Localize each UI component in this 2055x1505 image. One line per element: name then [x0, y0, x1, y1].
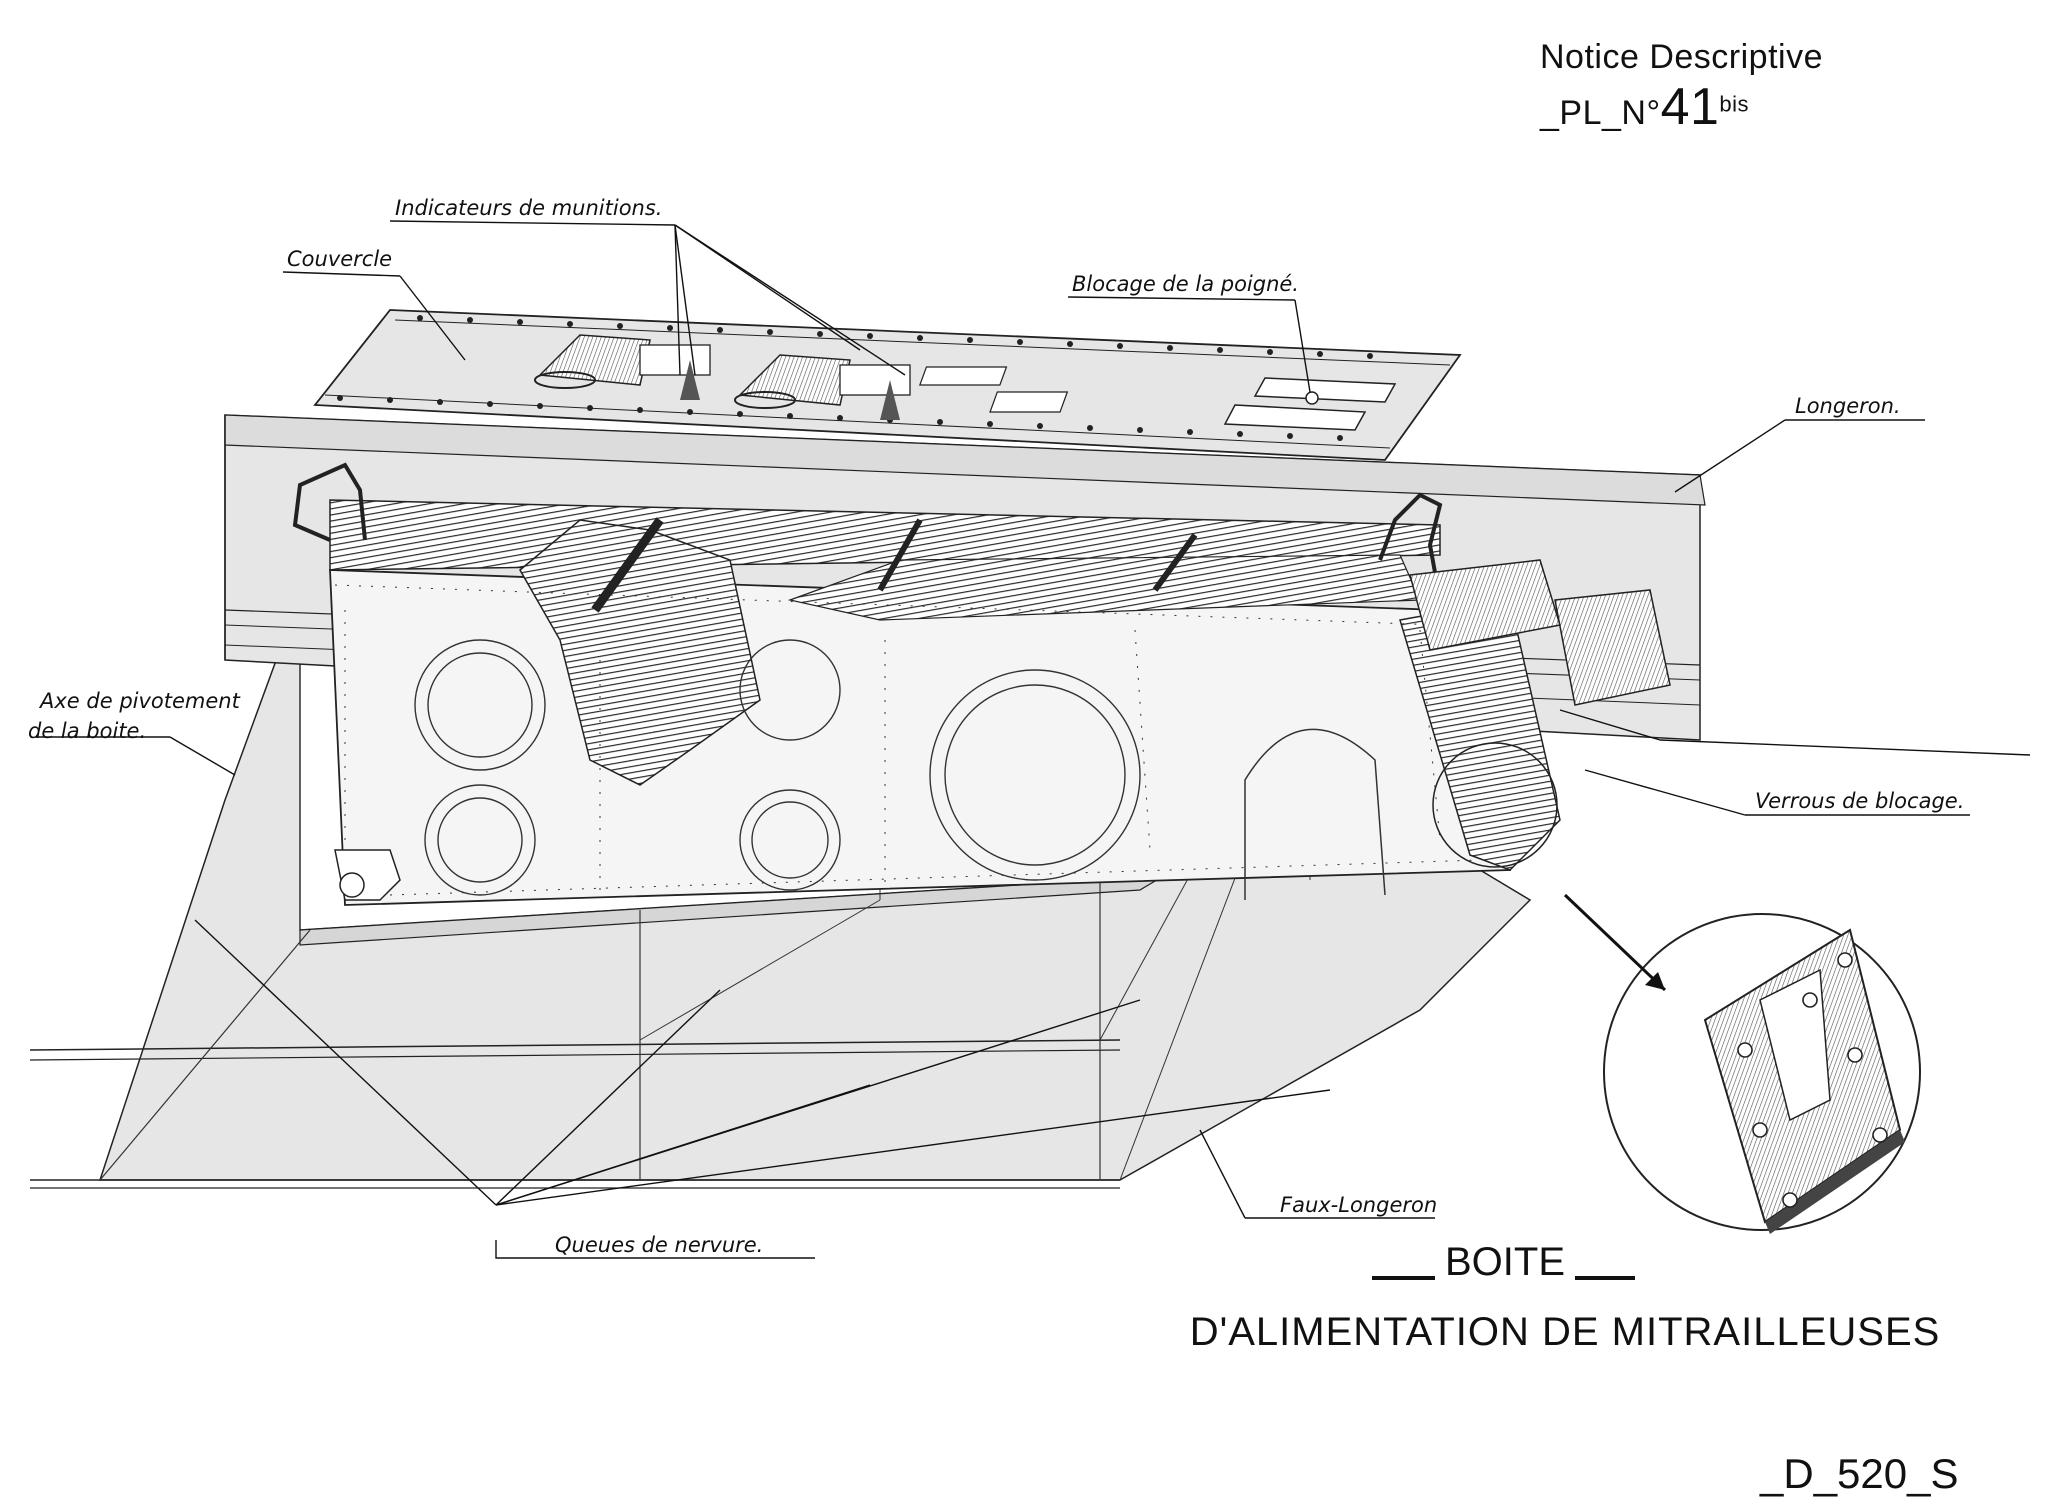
label-axe-line1: Axe de pivotement: [38, 689, 241, 713]
label-longeron: Longeron.: [1795, 394, 1901, 418]
header-number: 41: [1660, 78, 1720, 136]
header-reference: Notice Descriptive _PL_N°41bis: [1540, 38, 2020, 136]
label-couvercle: Couvercle: [287, 247, 392, 271]
drawing-code: _D_520_S: [1759, 1450, 1959, 1497]
leader-lines: [35, 220, 2031, 1259]
title-line2: D'ALIMENTATION DE MITRAILLEUSES: [1190, 1310, 1941, 1354]
label-indicateurs-de-munitions: Indicateurs de munitions.: [395, 196, 662, 220]
label-blocage-de-la-poigne: Blocage de la poigné.: [1072, 272, 1299, 296]
label-axe-line2: de la boite.: [28, 719, 146, 743]
ammo-indicator-1: [534, 334, 711, 400]
couvercle-lid: [313, 309, 1462, 461]
label-faux-longeron: Faux-Longeron: [1280, 1193, 1437, 1217]
label-queues-de-nervure: Queues de nervure.: [555, 1233, 763, 1257]
header-suffix: bis: [1719, 91, 1750, 117]
ammunition-box: [292, 462, 1671, 906]
label-verrous-de-blocage: Verrous de blocage.: [1755, 789, 1964, 813]
header-prefix: Notice Descriptive _PL_N°: [1540, 38, 1823, 132]
title-line1: BOITE: [1445, 1240, 1565, 1284]
detail-magnifier: [1563, 893, 1921, 1234]
